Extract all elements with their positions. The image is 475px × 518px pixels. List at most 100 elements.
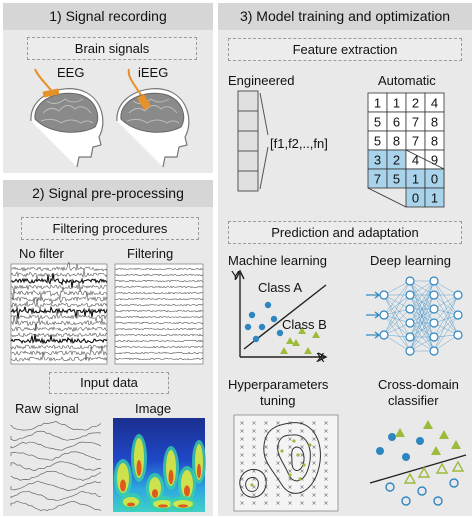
spectrogram-blob [152, 489, 158, 498]
nn-edge [409, 280, 435, 324]
eeg-trace [114, 327, 204, 331]
grid-cross [300, 493, 304, 497]
target-class-a-point [385, 482, 395, 492]
label-tuning: tuning [260, 393, 296, 408]
matrix-value: 2 [393, 153, 400, 168]
nn-edge [433, 294, 459, 324]
nn-node [429, 304, 439, 314]
nn-edge [383, 280, 411, 316]
eeg-trace [10, 297, 108, 312]
grid-cross [324, 493, 328, 497]
eeg-trace [114, 273, 204, 277]
grid-cross [300, 445, 304, 449]
grid-cross [288, 493, 292, 497]
grid-cross [240, 501, 244, 505]
pooled-value: 0 [431, 172, 438, 187]
nn-edge [433, 294, 459, 310]
nn-edge [383, 294, 411, 324]
nn-edge [433, 294, 459, 352]
grid-cross [312, 445, 316, 449]
subtitle-feature-extraction: Feature extraction [228, 38, 462, 61]
nn-edge [433, 314, 459, 338]
target-class-a-point [401, 496, 411, 506]
grid-cross [324, 445, 328, 449]
eeg-trace [10, 310, 108, 325]
nn-edge [433, 294, 459, 336]
eeg-trace [10, 286, 108, 301]
feature-matrix-grid: 112456785878324975101001 [367, 92, 445, 208]
eeg-trace [10, 269, 108, 281]
grid-cross [252, 501, 256, 505]
target-class-b-point [451, 460, 465, 472]
grid-cross [324, 421, 328, 425]
nn-edge [433, 280, 459, 316]
eeg-trace [114, 279, 204, 283]
panel-signal-recording: 1) Signal recording Brain signals EEG iE… [3, 3, 213, 173]
hyperparameter-contour-plot [233, 414, 339, 512]
source-class-b-point [395, 428, 405, 437]
nn-node [379, 310, 389, 320]
nn-edge [383, 280, 411, 296]
matrix-value: 6 [393, 115, 400, 130]
label-image: Image [135, 401, 172, 416]
nn-node [379, 330, 389, 340]
grid-cross [252, 437, 256, 441]
grid-cross [252, 469, 256, 473]
pooled-value: 0 [412, 191, 419, 206]
eeg-no-filter-plot [10, 261, 108, 365]
grid-cross [276, 421, 280, 425]
nn-node [453, 330, 463, 340]
grid-cross [324, 501, 328, 505]
grid-cross [312, 501, 316, 505]
grid-cross [300, 485, 304, 489]
grid-cross [324, 477, 328, 481]
target-class-b-point [435, 462, 449, 474]
label-eeg: EEG [57, 65, 85, 80]
label-deep-learning: Deep learning [370, 253, 451, 268]
matrix-value: 5 [374, 115, 381, 130]
eeg-trace [114, 297, 204, 301]
class-a-point [264, 301, 272, 309]
raw-signal-trace [10, 490, 102, 501]
nn-edge [383, 294, 411, 338]
eeg-trace [115, 303, 204, 307]
grid-cross [288, 437, 292, 441]
pool-connector [405, 149, 445, 170]
grid-cross [324, 461, 328, 465]
matrix-value: 8 [431, 134, 438, 149]
grid-cross [240, 421, 244, 425]
eeg-trace [10, 351, 108, 362]
eeg-trace [10, 345, 108, 361]
grid-cross [312, 453, 316, 457]
nn-node [453, 290, 463, 300]
nn-edge [383, 322, 411, 336]
class-b-point [280, 347, 288, 354]
matrix-value: 7 [374, 172, 381, 187]
nn-edge [409, 280, 435, 296]
grid-cross [324, 437, 328, 441]
spectrogram-blob [168, 469, 174, 485]
target-class-b-point [403, 472, 417, 484]
grid-cross [252, 429, 256, 433]
raw-signal-trace [10, 451, 102, 461]
spectrogram-blob [197, 463, 201, 479]
eeg-trace [10, 323, 108, 333]
matrix-value: 2 [412, 96, 419, 111]
spectrogram-blob [158, 504, 168, 508]
nn-edge [409, 280, 435, 338]
subtitle-brain-signals: Brain signals [27, 37, 197, 60]
grid-cross [300, 429, 304, 433]
grid-cross [312, 469, 316, 473]
grid-cross [276, 437, 280, 441]
nn-edge [433, 280, 459, 296]
class-a-point [248, 311, 256, 319]
source-class-a-point [416, 437, 424, 445]
grid-cross [312, 461, 316, 465]
grid-cross [288, 485, 292, 489]
grid-cross [264, 493, 268, 497]
target-class-a-point [449, 478, 459, 488]
grid-cross [288, 461, 292, 465]
eeg-trace [10, 291, 108, 304]
eeg-trace [10, 280, 108, 295]
eeg-trace [114, 267, 204, 271]
